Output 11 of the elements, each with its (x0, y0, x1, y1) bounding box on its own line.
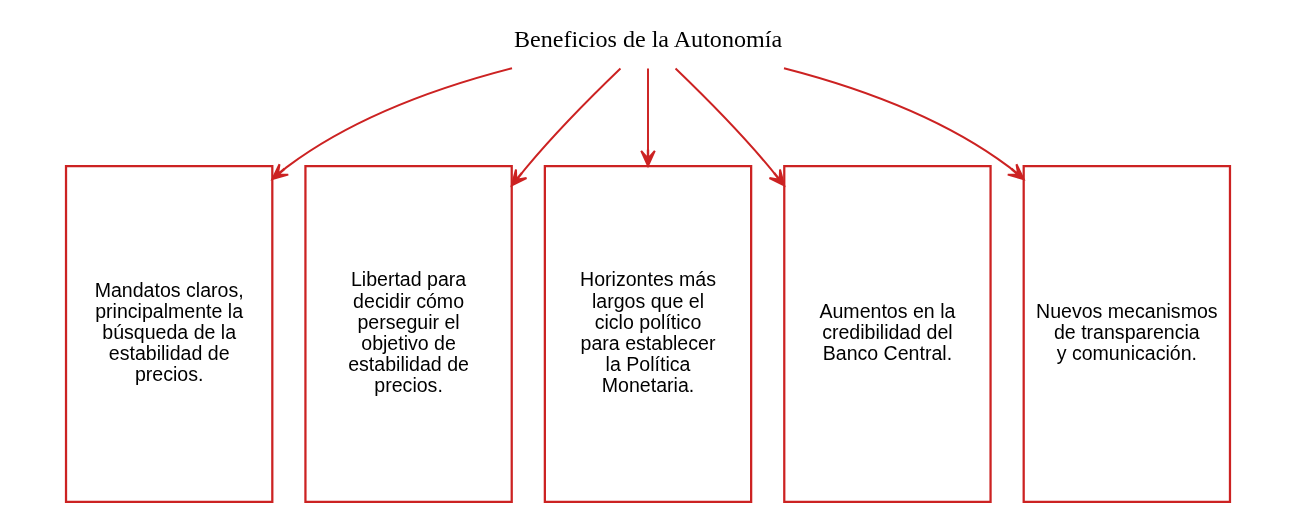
node-box: Aumentos en la credibilidad del Banco Central. (782, 165, 992, 504)
node-text: Beneficios de la Autonomía (513, 25, 782, 52)
arrow (639, 67, 656, 167)
arrow (674, 67, 785, 187)
node-box: Horizontes más largos que el ciclo político para establecer la Política Monetaria. (543, 165, 752, 504)
node-box: Nuevos mecanismos de transparencia y comunicación. (1022, 165, 1231, 504)
arrow (782, 67, 1025, 181)
node-box: Libertad para decidir cómo perseguir el objetivo de estabilidad de precios. (303, 165, 513, 504)
node-box: Mandatos claros, principalmente la búsqueda de la estabilidad de precios. (64, 165, 273, 504)
arrow (510, 67, 621, 187)
arrow (270, 67, 513, 181)
